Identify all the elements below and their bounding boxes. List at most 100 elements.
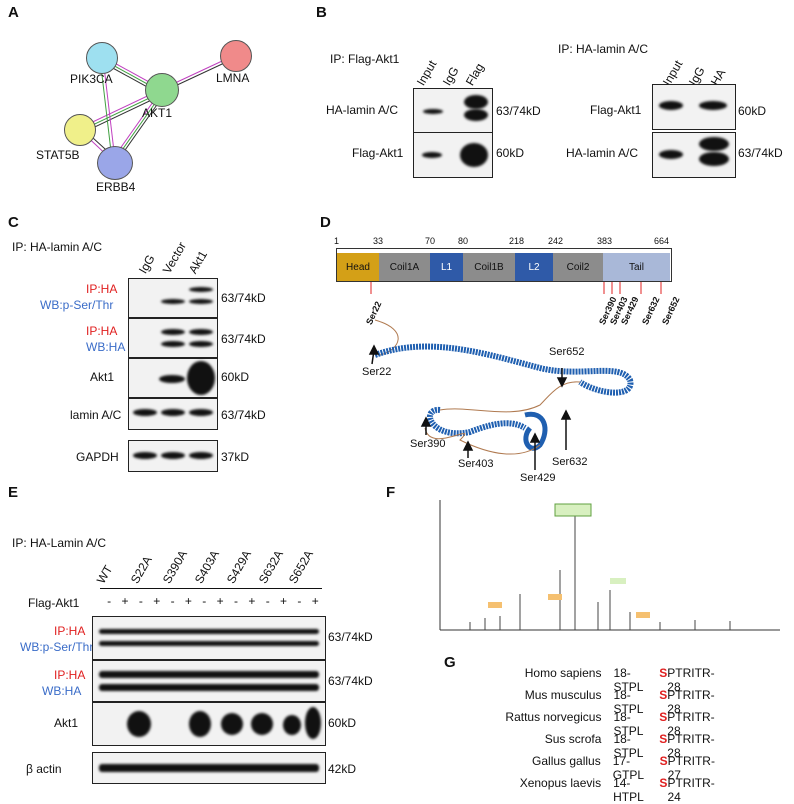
e-lane-underline: [100, 588, 322, 589]
seq-pre: 18-STPL: [613, 710, 644, 738]
sign: +: [280, 594, 288, 608]
c-row3-size: 60kD: [221, 370, 250, 384]
struct-label-ser429: Ser429: [520, 472, 556, 484]
e-lane-s390a: S390A: [159, 547, 191, 586]
struct-label-ser390: Ser390: [410, 438, 446, 450]
c-row1-ip: IP:HA: [86, 282, 118, 296]
c-row2-ip: IP:HA: [86, 324, 118, 338]
seq-post: PTRITR-28: [667, 688, 715, 716]
c-row2-wb: WB:HA: [86, 340, 126, 354]
seq-post: PTRITR-28: [667, 732, 715, 760]
e-row4-size: 42kD: [328, 762, 357, 776]
panel-a-label: A: [8, 4, 19, 21]
c-row5-label: GAPDH: [76, 450, 119, 464]
domain-head: Head: [337, 253, 380, 281]
blot-c-5: [128, 440, 218, 472]
domain-coil1a: Coil1A: [379, 253, 431, 281]
seq-site: S: [659, 776, 668, 790]
e-flag-label: Flag-Akt1: [28, 596, 80, 610]
node-pik3ca[interactable]: [86, 42, 118, 74]
e-row2-wb: WB:HA: [42, 684, 82, 698]
tick-664: 664: [654, 236, 670, 246]
sign: -: [265, 594, 270, 608]
sign: -: [138, 594, 143, 608]
panel-g-label: G: [444, 654, 456, 671]
c-row2-size: 63/74kD: [221, 332, 266, 346]
species: Homo sapiens: [524, 666, 602, 680]
b-left-row1-label: HA-lamin A/C: [326, 103, 399, 117]
node-label-lmna: LMNA: [216, 71, 250, 85]
seq-pre: 18-STPL: [613, 732, 644, 760]
blot-c-3: [128, 358, 218, 398]
sign: +: [121, 594, 129, 608]
seq-site: S: [659, 666, 668, 680]
seq-pre: 17-GTPL: [612, 754, 645, 782]
e-row1-wb: WB:p-Ser/Thr: [20, 640, 94, 654]
blot-e-4: [92, 752, 326, 784]
tick-33: 33: [373, 236, 384, 246]
protein-structure: [368, 319, 634, 470]
seq-pre: 18-STPL: [613, 666, 644, 694]
blot-c-2: [128, 318, 218, 358]
b-left-lane-input: Input: [413, 57, 440, 88]
b-left-row2-label: Flag-Akt1: [352, 146, 404, 160]
blot-c-1: [128, 278, 218, 318]
tick-383: 383: [597, 236, 613, 246]
sign: -: [202, 594, 207, 608]
domain-l2: L2: [515, 253, 554, 281]
e-row3-label: Akt1: [54, 716, 79, 730]
b-right-row2-size: 63/74kD: [738, 146, 783, 160]
e-row4-label: β actin: [26, 762, 62, 776]
sign: -: [297, 594, 302, 608]
sign: -: [233, 594, 238, 608]
e-lane-s652a: S652A: [285, 547, 317, 586]
domain-l1: L1: [430, 253, 464, 281]
seq-site: S: [659, 688, 668, 702]
b-left-lane-igg: IgG: [439, 64, 462, 88]
sign: +: [248, 594, 256, 608]
e-row3-size: 60kD: [328, 716, 357, 730]
c-row3-label: Akt1: [90, 370, 115, 384]
interaction-network: PIK3CA AKT1 LMNA STAT5B ERBB4: [0, 0, 300, 210]
sign: -: [107, 594, 112, 608]
species: Mus musculus: [524, 688, 602, 702]
struct-label-ser652: Ser652: [549, 346, 585, 358]
e-ip: IP: HA-Lamin A/C: [12, 536, 107, 550]
panel-f-label: F: [386, 484, 396, 501]
c-row5-size: 37kD: [221, 450, 250, 464]
node-lmna[interactable]: [220, 40, 252, 72]
e-row2-size: 63/74kD: [328, 674, 373, 688]
domain-map: [336, 248, 672, 282]
sign: +: [216, 594, 224, 608]
tick-218: 218: [509, 236, 525, 246]
domain-coil1b: Coil1B: [463, 253, 516, 281]
blot-b-right-2: [652, 132, 736, 178]
species: Gallus gallus: [532, 754, 601, 768]
site-markers: [370, 282, 662, 294]
e-row1-size: 63/74kD: [328, 630, 373, 644]
e-lane-s22a: S22A: [127, 553, 155, 586]
node-stat5b[interactable]: [64, 114, 96, 146]
e-lane-s403a: S403A: [191, 547, 223, 586]
c-row1-size: 63/74kD: [221, 291, 266, 305]
species: Sus scrofa: [544, 732, 602, 746]
sign: +: [184, 594, 192, 608]
seq-post: PTRITR-28: [667, 710, 715, 738]
blot-e-2: [92, 660, 326, 702]
blot-e-1: [92, 616, 326, 660]
b-left-row2-size: 60kD: [496, 146, 525, 160]
tick-1: 1: [334, 236, 340, 246]
node-erbb4[interactable]: [97, 146, 133, 180]
panel-e-label: E: [8, 484, 19, 501]
c-lane-akt1: Akt1: [185, 248, 211, 276]
b-right-row2-label: HA-lamin A/C: [566, 146, 639, 160]
tick-80: 80: [458, 236, 469, 246]
c-ip: IP: HA-lamin A/C: [12, 240, 103, 254]
seq-pre: 14-HTPL: [613, 776, 644, 804]
seq-site: S: [659, 710, 668, 724]
node-akt1[interactable]: [145, 73, 179, 107]
seq-site: S: [659, 754, 668, 768]
